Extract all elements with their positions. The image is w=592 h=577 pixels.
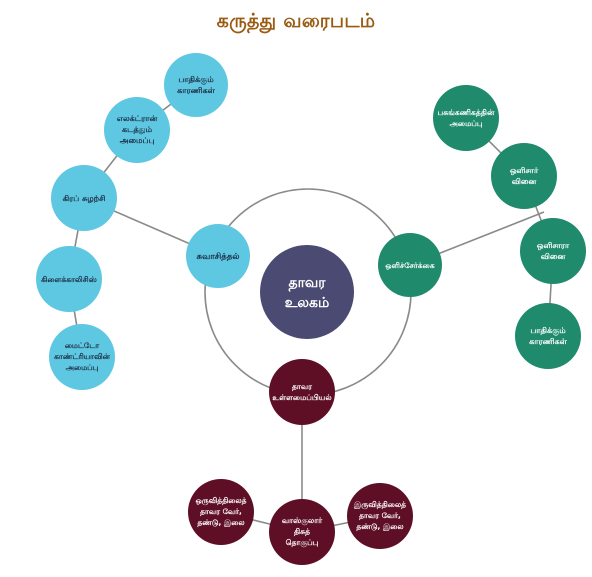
diagram-title: கருத்து வரைபடம் (216, 10, 376, 32)
node-chloroplast-line-1: பசுங்கணிகத்தின் (438, 108, 495, 118)
node-krebs-label: கிரப் சுழற்சி (63, 194, 106, 204)
node-structure-line-2: உள்ளமைப்பியல் (272, 393, 332, 402)
node-tissue-line-1: வாஸ்குலார் (282, 516, 323, 527)
node-affecting-factors-right[interactable]: பாதிக்கும் காரணிகள் (515, 303, 581, 369)
node-dark-reaction-line-2: வினை (541, 252, 566, 261)
node-glycolysis[interactable]: கிளைக்காலிசிஸ் (36, 246, 102, 312)
node-monocot[interactable]: ஒருவித்திலைத் தாவர வேர், தண்டு, இலை (188, 479, 254, 545)
node-monocot-line-2: தாவர வேர், (200, 507, 242, 517)
center-label-line-1: தாவர (288, 275, 326, 292)
node-monocot-line-3: தண்டு, இலை (197, 518, 245, 528)
node-chloroplast[interactable]: பசுங்கணிகத்தின் அமைப்பு (433, 85, 499, 151)
node-tissue-line-2: திசுத் (294, 527, 311, 537)
center-node-plant-world[interactable]: தாவர உலகம் (260, 245, 354, 339)
node-structure-line-1: தாவர (292, 382, 313, 392)
node-light-reaction[interactable]: ஒளிசார் வினை (491, 143, 557, 209)
node-mitochondria-line-3: அமைப்பு (66, 363, 99, 372)
node-factors-right-line-1: பாதிக்கும் (530, 326, 566, 337)
node-dicot-line-3: தண்டு, இலை (356, 522, 404, 532)
node-glycolysis-label: கிளைக்காலிசிஸ் (41, 275, 98, 284)
node-photosynthesis[interactable]: ஒளிச்சேர்க்கை (378, 233, 442, 297)
node-dark-reaction-line-1: ஒளிசாரா (537, 241, 570, 251)
node-affecting-factors-left[interactable]: பாதிக்கும் காரணிகள் (164, 53, 228, 117)
node-breathing-label: சுவாசித்தல் (197, 251, 241, 262)
node-photosynthesis-label: ஒளிச்சேர்க்கை (385, 261, 435, 271)
node-plant-structure[interactable]: தாவர உள்ளமைப்பியல் (269, 359, 335, 425)
node-light-reaction-line-2: வினை (512, 177, 537, 186)
node-chloroplast-line-2: அமைப்பு (449, 119, 482, 128)
node-light-reaction-line-1: ஒளிசார் (510, 166, 539, 176)
node-electron-line-1: எலக்ட்ரான் (117, 114, 158, 123)
node-dicot[interactable]: இருவித்திலைத் தாவர வேர், தண்டு, இலை (347, 483, 413, 549)
node-electron-transport[interactable]: எலக்ட்ரான் கடத்தும் அமைப்பு (104, 97, 170, 163)
node-mitochondria-line-2: காண்ட்ரியாவின் (54, 352, 111, 361)
node-krebs-cycle[interactable]: கிரப் சுழற்சி (51, 165, 117, 231)
node-factors-left-line-2: காரணிகள் (177, 86, 215, 95)
node-factors-left-line-1: பாதிக்கும் (178, 75, 214, 86)
node-tissue-system[interactable]: வாஸ்குலார் திசுத் தொகுப்பு (269, 499, 335, 565)
node-dicot-line-2: தாவர வேர், (359, 511, 401, 521)
node-electron-line-2: கடத்தும் (122, 125, 153, 135)
node-dark-reaction[interactable]: ஒளிசாரா வினை (520, 218, 586, 284)
node-electron-line-3: அமைப்பு (120, 136, 155, 145)
node-breathing[interactable]: சுவாசித்தல் (186, 224, 250, 288)
node-mitochondria[interactable]: மைட்டோ காண்ட்ரியாவின் அமைப்பு (49, 324, 115, 390)
node-tissue-line-3: தொகுப்பு (286, 538, 319, 549)
node-monocot-line-1: ஒருவித்திலைத் (195, 496, 247, 506)
node-factors-right-line-2: காரணிகள் (529, 337, 567, 346)
node-mitochondria-line-1: மைட்டோ (65, 341, 100, 350)
center-label-line-2: உலகம் (285, 295, 330, 311)
node-dicot-line-1: இருவித்திலைத் (353, 500, 407, 510)
